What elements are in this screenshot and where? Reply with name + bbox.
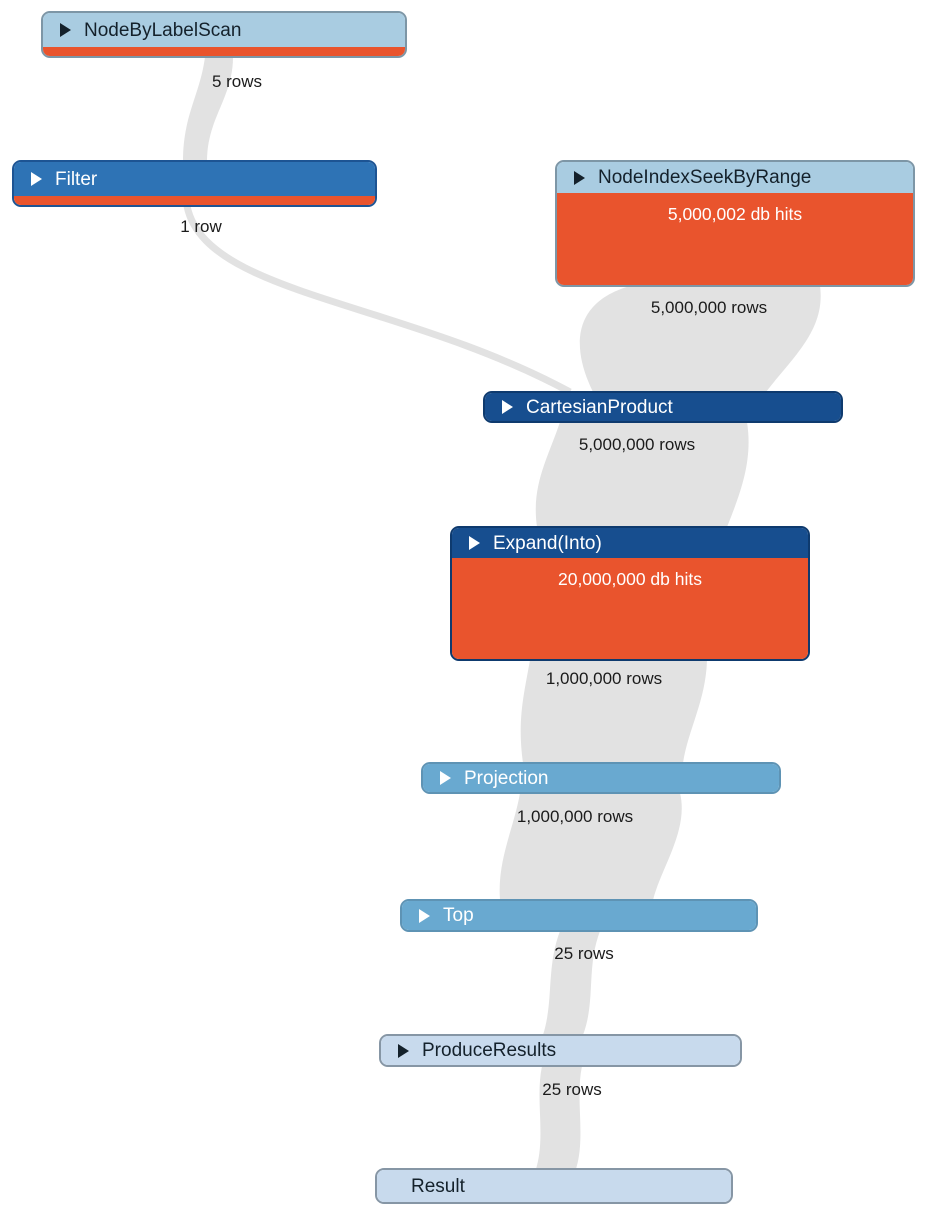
plan-node-header[interactable]: Result xyxy=(377,1170,731,1202)
plan-node-label: Filter xyxy=(55,168,98,190)
plan-node-filter[interactable]: Filter xyxy=(12,160,377,207)
rows-count-label: 5,000,000 rows xyxy=(650,298,768,317)
play-icon[interactable] xyxy=(398,1043,409,1058)
plan-node-top[interactable]: Top xyxy=(400,899,758,932)
rows-count-label: 1,000,000 rows xyxy=(516,807,634,826)
play-icon[interactable] xyxy=(31,172,42,186)
flow-ribbon-indexseek-cartesianproduct xyxy=(579,286,821,392)
plan-node-header[interactable]: NodeByLabelScan xyxy=(43,13,405,47)
play-icon[interactable] xyxy=(419,908,430,923)
play-icon[interactable] xyxy=(574,170,585,185)
plan-node-node-index-seek-by-range[interactable]: NodeIndexSeekByRange 5,000,002 db hits xyxy=(555,160,915,287)
plan-node-header[interactable]: Projection xyxy=(423,764,779,792)
rows-count-label: 25 rows xyxy=(554,944,614,963)
play-icon[interactable] xyxy=(502,400,513,414)
flow-ribbon-expand-projection xyxy=(520,660,707,763)
plan-node-header[interactable]: ProduceResults xyxy=(381,1036,740,1065)
play-icon[interactable] xyxy=(440,771,451,785)
flow-ribbon-top-produceresults xyxy=(543,931,600,1035)
plan-node-result[interactable]: Result xyxy=(375,1168,733,1204)
flow-ribbon-cartesianproduct-expand xyxy=(535,422,749,527)
plan-node-header[interactable]: Filter xyxy=(14,162,375,196)
flow-ribbon-labelscan-filter xyxy=(183,57,233,161)
plan-node-node-by-label-scan[interactable]: NodeByLabelScan xyxy=(41,11,407,58)
play-icon[interactable] xyxy=(60,23,71,37)
plan-node-header[interactable]: NodeIndexSeekByRange xyxy=(557,162,913,193)
plan-node-label: Projection xyxy=(464,767,549,789)
plan-node-header[interactable]: CartesianProduct xyxy=(485,393,841,421)
plan-node-label: NodeIndexSeekByRange xyxy=(598,167,812,188)
rows-count-label: 5 rows xyxy=(211,72,263,91)
rows-count-label: 1,000,000 rows xyxy=(545,669,663,688)
plan-node-label: Result xyxy=(411,1175,465,1197)
rows-count-label: 5,000,000 rows xyxy=(578,435,696,454)
flow-ribbon-produceresults-result xyxy=(536,1066,582,1169)
plan-node-cartesian-product[interactable]: CartesianProduct xyxy=(483,391,843,423)
flow-ribbon-filter-cartesianproduct xyxy=(183,205,572,396)
plan-node-label: ProduceResults xyxy=(422,1040,557,1061)
flow-ribbon-projection-top xyxy=(499,793,682,900)
db-hits-stripe xyxy=(14,196,375,205)
rows-count-label: 1 row xyxy=(180,217,222,236)
plan-node-expand-into[interactable]: Expand(Into) 20,000,000 db hits xyxy=(450,526,810,661)
db-hits-stripe xyxy=(43,47,405,56)
plan-node-label: Top xyxy=(443,905,474,926)
db-hits-value: 5,000,002 db hits xyxy=(557,193,913,285)
rows-count-label: 25 rows xyxy=(542,1080,602,1099)
plan-node-produce-results[interactable]: ProduceResults xyxy=(379,1034,742,1067)
plan-node-label: CartesianProduct xyxy=(526,396,673,418)
plan-node-label: Expand(Into) xyxy=(493,532,602,554)
plan-node-label: NodeByLabelScan xyxy=(84,19,242,41)
plan-node-projection[interactable]: Projection xyxy=(421,762,781,794)
play-icon[interactable] xyxy=(469,536,480,550)
plan-node-header[interactable]: Top xyxy=(402,901,756,930)
db-hits-value: 20,000,000 db hits xyxy=(452,558,808,659)
plan-node-header[interactable]: Expand(Into) xyxy=(452,528,808,558)
